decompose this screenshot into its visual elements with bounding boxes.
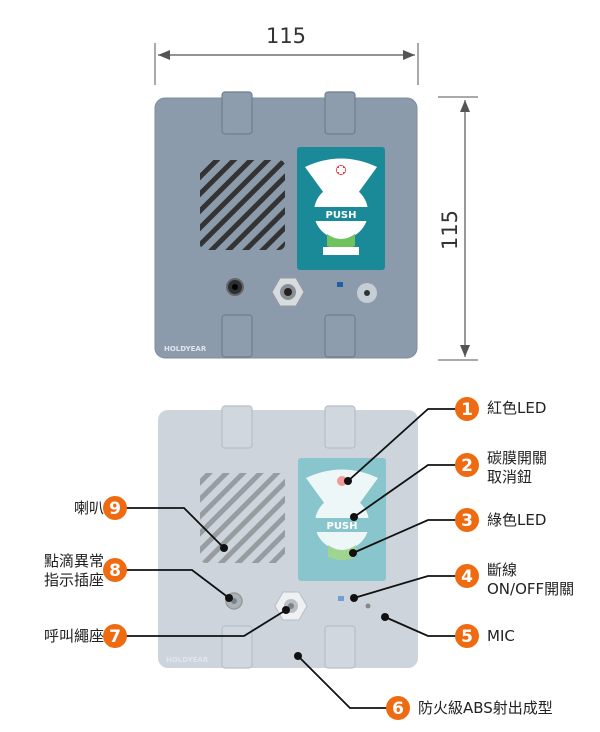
badge-4: 4 — [455, 564, 479, 588]
height-label: 115 — [438, 210, 462, 250]
callout-red-led: 紅色LED — [487, 399, 547, 417]
badge-3: 3 — [455, 508, 479, 532]
switch-led-icon — [337, 282, 343, 287]
svg-text:3: 3 — [461, 511, 473, 531]
bottom-panel: PUSH HOLDYEAR — [158, 405, 418, 669]
badge-5: 5 — [455, 624, 479, 648]
svg-text:1: 1 — [461, 400, 473, 420]
badge-9: 9 — [103, 496, 127, 520]
callout-iv-socket: 點滴異常 指示插座 — [24, 552, 104, 590]
callout-iv-socket-line1: 點滴異常 — [43, 552, 104, 570]
width-dimension — [154, 43, 419, 85]
callout-speaker: 喇叭 — [73, 499, 104, 517]
width-label: 115 — [266, 24, 306, 48]
badge-8: 8 — [103, 558, 127, 582]
callout-disconnect-switch-line1: 斷線 — [487, 561, 518, 579]
callout-carbon-switch-line1: 碳膜開關 — [487, 449, 548, 467]
svg-text:7: 7 — [109, 627, 121, 647]
badge-6: 6 — [386, 696, 410, 720]
svg-text:2: 2 — [461, 456, 473, 476]
leader-dots — [220, 477, 389, 660]
callout-carbon-switch: 碳膜開關 取消鈕 — [487, 449, 547, 487]
callout-abs-housing: 防火級ABS射出成型 — [418, 699, 553, 717]
badge-7: 7 — [103, 624, 127, 648]
callout-call-cord-socket: 呼叫繩座 — [43, 627, 104, 645]
brand-label-lower: HOLDYEAR — [166, 656, 209, 664]
top-panel: PUSH HOLDYEAR — [154, 91, 418, 359]
speaker-grill — [200, 160, 285, 250]
mic-hole-icon — [364, 290, 370, 296]
callout-green-led: 綠色LED — [487, 511, 547, 529]
badge-2: 2 — [455, 453, 479, 477]
callout-badges: 1 2 3 4 5 6 7 8 9 — [103, 397, 479, 720]
brand-label: HOLDYEAR — [164, 345, 207, 353]
callout-disconnect-switch: 斷線 ON/OFF開關 — [487, 561, 574, 599]
leader-lines — [125, 408, 458, 709]
svg-text:8: 8 — [109, 561, 121, 581]
callout-disconnect-switch-line2: ON/OFF開關 — [487, 580, 575, 598]
height-dimension — [438, 96, 478, 361]
svg-text:4: 4 — [461, 567, 473, 587]
svg-text:6: 6 — [392, 699, 404, 719]
callout-iv-socket-line2: 指示插座 — [43, 571, 104, 589]
callout-mic: MIC — [487, 627, 515, 645]
push-text: PUSH — [325, 210, 356, 221]
svg-text:5: 5 — [461, 627, 473, 647]
svg-text:9: 9 — [109, 499, 121, 519]
push-text-lower: PUSH — [326, 521, 357, 532]
badge-1: 1 — [455, 397, 479, 421]
callout-carbon-switch-line2: 取消鈕 — [487, 468, 533, 486]
